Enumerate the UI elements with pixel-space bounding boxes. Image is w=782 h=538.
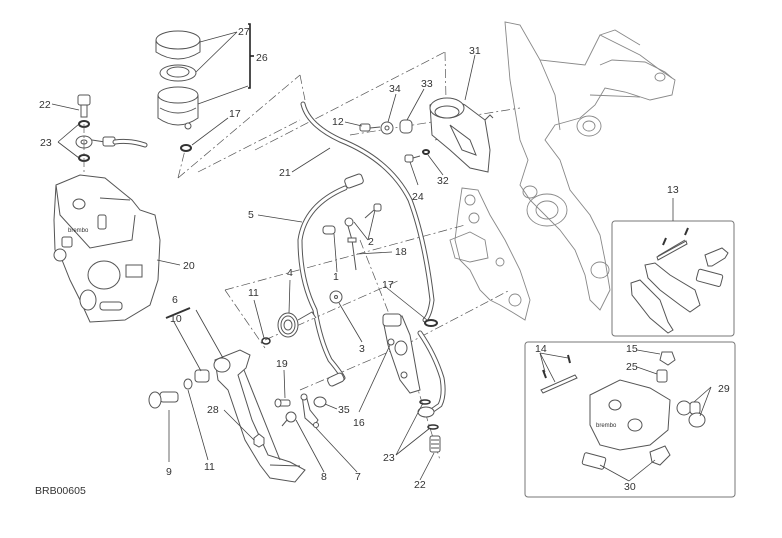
- callout-34: 34: [389, 83, 401, 95]
- callout-32: 32: [437, 175, 449, 187]
- frame-outline: [449, 21, 676, 321]
- callout-11-top: 11: [248, 287, 259, 299]
- brake-fluid-reservoir[interactable]: [155, 30, 201, 152]
- callout-7: 7: [355, 471, 361, 483]
- callout-27: 27: [238, 26, 250, 38]
- callout-31: 31: [469, 45, 481, 57]
- kit-caliper-brand-mark: brembo: [596, 423, 617, 429]
- callout-24: 24: [412, 191, 424, 203]
- callout-22: 22: [39, 99, 51, 111]
- callout-17: 17: [229, 108, 241, 120]
- callout-labels: 27 26 17 22 23 20 21 12 34 33 31 24 32 5…: [39, 26, 730, 493]
- master-cylinder-pushrod[interactable]: [322, 203, 382, 304]
- reservoir-hose[interactable]: [300, 101, 438, 327]
- callout-33: 33: [421, 78, 433, 90]
- rear-brake-caliper[interactable]: brembo: [53, 174, 161, 323]
- callout-16: 16: [353, 417, 365, 429]
- callout-18: 18: [395, 246, 407, 258]
- callout-1: 1: [333, 271, 339, 283]
- callout-35: 35: [338, 404, 350, 416]
- callout-8: 8: [321, 471, 327, 483]
- caliper-repair-kit[interactable]: brembo: [524, 341, 736, 498]
- callout-22-bottom: 22: [414, 479, 426, 491]
- reservoir-bracket-assembly[interactable]: [359, 97, 494, 173]
- callout-19: 19: [276, 358, 288, 370]
- callout-9: 9: [166, 466, 172, 478]
- callout-17-mid: 17: [382, 279, 394, 291]
- callout-28: 28: [207, 404, 219, 416]
- drawing-code: BRB00605: [35, 485, 86, 497]
- callout-30: 30: [624, 481, 636, 493]
- callout-25: 25: [626, 361, 638, 373]
- banjo-bolt-assembly-left[interactable]: [75, 94, 148, 182]
- pedal-linkage[interactable]: [274, 393, 327, 428]
- callout-13: 13: [667, 184, 679, 196]
- rear-master-cylinder[interactable]: [382, 313, 446, 453]
- callout-14: 14: [535, 343, 547, 355]
- rear-brake-pedal[interactable]: [148, 307, 306, 483]
- callout-11-bottom: 11: [204, 461, 215, 473]
- callout-2: 2: [368, 236, 374, 248]
- callout-23-bottom: 23: [383, 452, 395, 464]
- leader-lines: [51, 31, 712, 482]
- brake-pad-kit[interactable]: [611, 220, 735, 337]
- callout-4: 4: [287, 267, 293, 279]
- callout-26: 26: [256, 52, 268, 64]
- callout-12: 12: [332, 116, 344, 128]
- reservoir-bracket-26: [248, 23, 254, 89]
- callout-23: 23: [40, 137, 52, 149]
- brake-hose[interactable]: [297, 173, 364, 387]
- callout-10: 10: [170, 313, 182, 325]
- callout-3: 3: [359, 343, 365, 355]
- return-spring[interactable]: [261, 311, 317, 345]
- callout-6: 6: [172, 294, 178, 306]
- callout-29: 29: [718, 383, 730, 395]
- callout-15: 15: [626, 343, 638, 355]
- callout-5: 5: [248, 209, 254, 221]
- caliper-brand-mark: brembo: [68, 228, 89, 234]
- callout-21: 21: [279, 167, 291, 179]
- callout-20: 20: [183, 260, 195, 272]
